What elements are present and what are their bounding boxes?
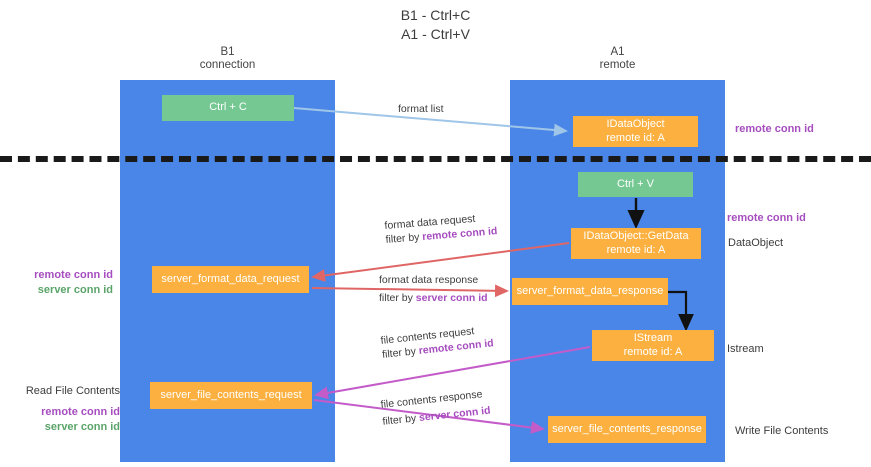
connector-response-to-istream (668, 290, 694, 332)
node-ctrl-c[interactable]: Ctrl + C (162, 95, 294, 121)
annotation-read-file-contents: Read File Contents (25, 385, 120, 397)
node-idataobject-line2: remote id: A (606, 131, 665, 144)
node-server-file-contents-response[interactable]: server_file_contents_response (548, 416, 706, 443)
connector-format-data-request (311, 242, 570, 282)
annotation-left-mid-server: server conn id (37, 284, 113, 296)
annotation-left-mid: remote conn id server conn id (18, 268, 113, 298)
node-ctrl-v[interactable]: Ctrl + V (578, 172, 693, 197)
annotation-write-file-contents: Write File Contents (735, 425, 829, 437)
connector-format-list (293, 107, 568, 137)
node-istream-line2: remote id: A (623, 345, 683, 358)
edge-label-format-data-response: format data response filter by server co… (379, 273, 488, 305)
edge-label-format-list: format list (398, 102, 444, 116)
node-server-file-contents-request-label: server_file_contents_request (160, 388, 302, 401)
connector-format-data-response (311, 284, 509, 298)
page-title: B1 - Ctrl+C A1 - Ctrl+V (0, 6, 871, 44)
lane-header-a1: A1 remote (510, 46, 725, 72)
lane-header-b1: B1 connection (120, 46, 335, 72)
connector-file-contents-response (313, 399, 545, 434)
annotation-left-bottom: Read File Contents remote conn id server… (10, 384, 120, 435)
node-getdata-line1: IDataObject::GetData (583, 230, 689, 242)
phase-divider (0, 156, 871, 162)
lane-header-a1-name: A1 (610, 46, 625, 58)
filter-prefix: filter by (381, 412, 420, 428)
node-istream[interactable]: IStream remote id: A (592, 330, 714, 361)
annotation-left-bot-server: server conn id (44, 421, 120, 433)
filter-prefix: filter by (385, 231, 423, 246)
node-server-file-contents-response-label: server_file_contents_response (552, 422, 702, 435)
filter-prefix: filter by (381, 345, 420, 361)
annotation-istream: Istream (727, 343, 764, 355)
node-idataobject[interactable]: IDataObject remote id: A (573, 116, 698, 147)
title-line-2: A1 - Ctrl+V (401, 26, 470, 42)
node-istream-line1: IStream (633, 332, 673, 344)
node-server-format-data-response[interactable]: server_format_data_response (512, 278, 668, 305)
edge-label-format-list-text: format list (398, 103, 444, 115)
filter-prefix: filter by (379, 292, 416, 304)
node-idataobject-line1: IDataObject (606, 118, 665, 130)
node-idataobject-getdata[interactable]: IDataObject::GetData remote id: A (571, 228, 701, 259)
annotation-dataobject: DataObject (728, 237, 784, 249)
annotation-left-bot-remote: remote conn id (41, 406, 120, 418)
lane-header-a1-subtitle: remote (599, 59, 636, 71)
lane-header-b1-subtitle: connection (199, 59, 256, 71)
annotation-left-mid-remote: remote conn id (34, 269, 113, 281)
edge-label-format-data-response-filter: filter by server conn id (379, 291, 488, 305)
filter-key: server conn id (415, 292, 488, 304)
node-ctrl-c-label: Ctrl + C (209, 101, 247, 114)
annotation-remote-conn-id-mid: remote conn id (727, 212, 806, 224)
annotation-remote-conn-id-top: remote conn id (735, 123, 814, 135)
node-server-format-data-response-label: server_format_data_response (516, 284, 664, 297)
title-line-1: B1 - Ctrl+C (400, 7, 471, 23)
node-server-file-contents-request[interactable]: server_file_contents_request (150, 382, 312, 409)
node-getdata-line2: remote id: A (606, 243, 666, 256)
connector-file-contents-request (314, 346, 591, 400)
node-server-format-data-request-label: server_format_data_request (161, 272, 300, 285)
node-server-format-data-request[interactable]: server_format_data_request (152, 266, 309, 293)
edge-label-format-data-response-text: format data response (379, 274, 479, 286)
lane-header-b1-name: B1 (220, 46, 235, 58)
node-ctrl-v-label: Ctrl + V (617, 177, 654, 190)
